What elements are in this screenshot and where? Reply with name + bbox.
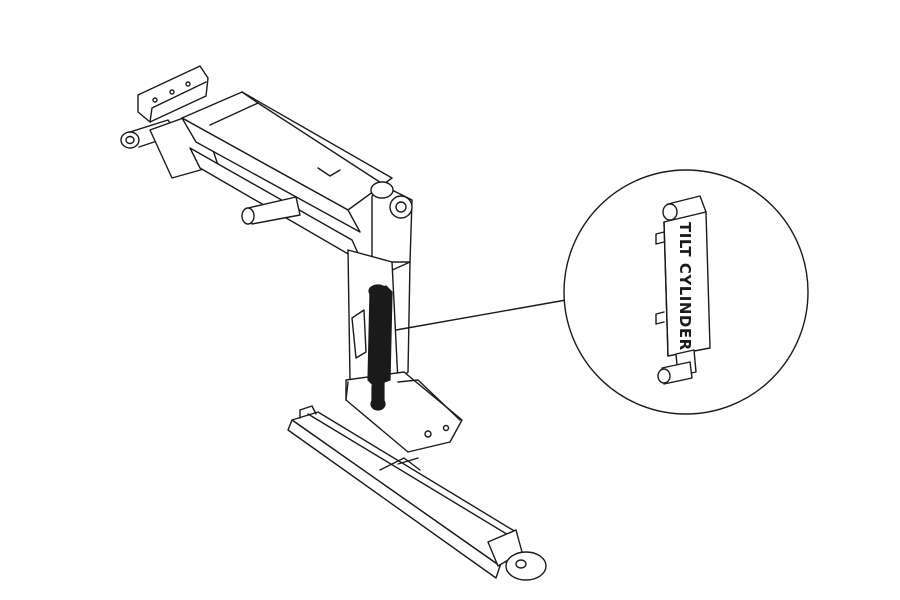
tilt-cylinder-label: TILT CYLINDER: [676, 222, 694, 351]
tilt-cylinder-highlighted: [367, 284, 393, 411]
boom-frame: [120, 65, 413, 273]
mast-column: [345, 249, 463, 453]
lower-tilt-arm: [287, 405, 547, 581]
callout-magnifier: TILT CYLINDER: [563, 169, 809, 415]
magnified-tilt-cylinder: TILT CYLINDER: [655, 195, 711, 385]
callout-leader-line: [395, 299, 567, 331]
